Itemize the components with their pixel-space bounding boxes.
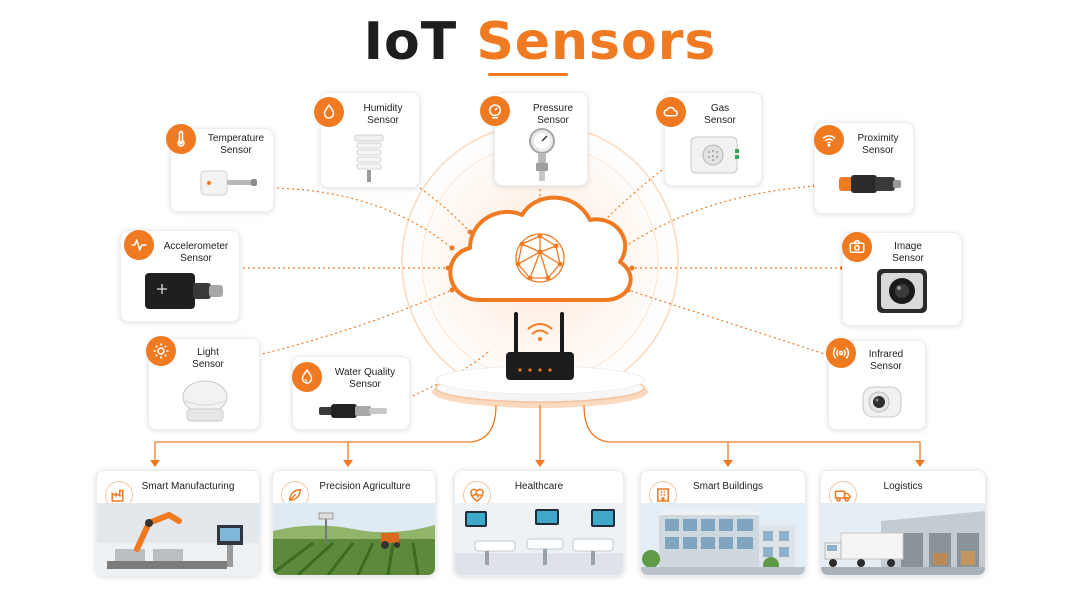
sun-icon [146,336,176,366]
infrared-wave-icon [826,338,856,368]
logistics-scene [821,503,985,575]
link-temperature [271,187,453,249]
sensor-label: Gas Sensor [704,103,736,126]
application-links [154,404,921,462]
page-title: IoT Sensors [0,12,1080,72]
app-label: Smart Buildings [692,481,764,492]
sensor-label: Light Sensor [192,347,224,370]
sensor-links [238,169,842,399]
humidity-sensor-device [354,134,384,182]
sensor-label: Humidity Sensor [363,103,403,126]
sensor-card-accelerometer[interactable]: Accelerometer Sensor [120,230,240,322]
app-label: Logistics [883,481,923,492]
wifi-router-icon [506,312,574,380]
sensor-card-light[interactable]: Light Sensor [148,338,260,430]
image-sensor-device [877,269,927,313]
gas-sensor-device [690,136,739,174]
app-label: Precision Agriculture [319,481,411,492]
infrared-sensor-device [862,386,902,418]
light-sensor-device [182,380,228,422]
sensor-label: Accelerometer Sensor [163,241,229,264]
wifi-signal-icon [814,125,844,155]
title-underline [488,73,568,76]
sensor-label: Proximity Sensor [857,133,899,156]
pulse-wave-icon [124,230,154,260]
application-arrows [150,460,925,467]
link-gas [599,169,663,226]
network-globe-nodes [515,233,563,281]
sensor-card-pressure[interactable]: Pressure Sensor [494,92,588,186]
water-quality-sensor-device [319,404,387,418]
sensor-label: Pressure Sensor [532,103,573,126]
pressure-sensor-device [529,128,555,181]
sensor-label: Water Quality Sensor [334,367,396,390]
accelerometer-sensor-device [145,273,223,309]
manufacturing-scene [97,503,259,575]
droplet-icon [314,97,344,127]
app-label: Smart Manufacturing [141,481,235,492]
gas-cloud-icon [656,97,686,127]
sensor-card-proximity[interactable]: Proximity Sensor [814,122,914,214]
temperature-sensor-device [200,170,257,196]
sensor-card-image[interactable]: Image Sensor [842,232,962,326]
thermometer-icon [166,124,196,154]
title-word-iot: IoT [363,12,458,72]
app-card-smart-manufacturing[interactable]: Smart Manufacturing [96,470,260,576]
sensor-label: Temperature Sensor [207,133,265,156]
title-word-sensors: Sensors [476,12,717,72]
app-card-precision-agriculture[interactable]: Precision Agriculture [272,470,436,576]
link-light [257,289,453,356]
sensor-label: Image Sensor [892,241,924,264]
proximity-sensor-device [839,175,901,193]
app-label: Healthcare [514,481,564,492]
app-card-healthcare[interactable]: Healthcare [454,470,624,576]
link-infrared [627,289,829,356]
app-card-smart-buildings[interactable]: Smart Buildings [640,470,806,576]
link-humidity [419,187,471,233]
buildings-scene [641,503,805,575]
agriculture-scene [273,503,435,575]
camera-icon [842,232,872,262]
healthcare-scene [455,503,623,575]
gauge-icon [480,96,510,126]
water-drop-icon [292,362,322,392]
app-card-logistics[interactable]: Logistics [820,470,986,576]
sensor-label: Infrared Sensor [868,349,904,372]
